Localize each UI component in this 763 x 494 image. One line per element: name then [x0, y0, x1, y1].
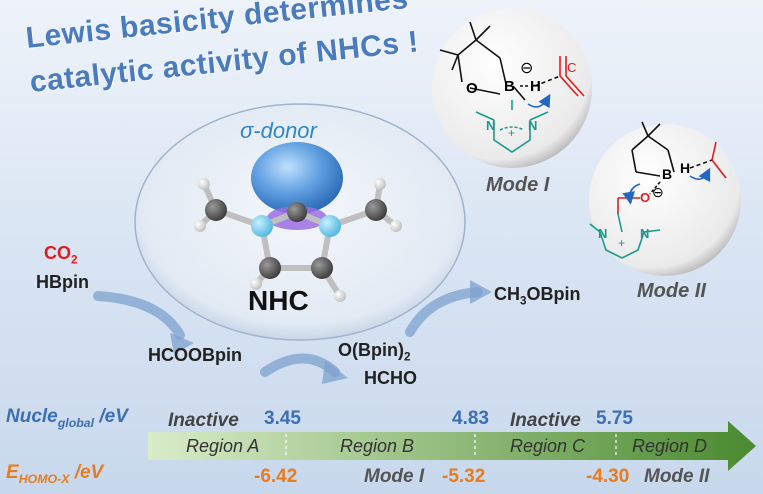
mode1-label: Mode I — [486, 174, 550, 196]
nhc-label: NHC — [248, 285, 309, 316]
mode1-atom-c: C — [567, 60, 577, 75]
mode2-minus-sign: ⊖ — [652, 184, 664, 200]
nhc-molecule-model — [194, 142, 402, 302]
mode1-atom-n-right: N — [528, 118, 538, 133]
hcoobpin-label: HCOOBpin — [148, 345, 242, 365]
mode1-plus-sign: + — [508, 126, 516, 140]
region-d-label: Region D — [632, 436, 708, 456]
nucle-axis-label: Nucleglobal /eV — [6, 406, 128, 430]
region-c-label: Region C — [510, 436, 586, 456]
sigma-orbital-lobe — [251, 142, 343, 214]
mode2-atom-b: B — [662, 166, 673, 182]
mode-ii-scale-label: Mode II — [644, 466, 710, 487]
mode1-structure — [439, 21, 585, 153]
mode1-atom-n-left: N — [486, 118, 496, 133]
scale-dividers — [285, 434, 617, 458]
mode2-atom-o: O — [640, 190, 651, 205]
inactive-left-label: Inactive — [168, 410, 239, 431]
scale-arrow — [148, 421, 756, 471]
region-b-label: Region B — [340, 436, 415, 456]
co2-label: CO2 — [44, 243, 78, 267]
inactive-right-label: Inactive — [510, 410, 581, 431]
value-4-83: 4.83 — [452, 408, 489, 429]
sigma-donor-label: σ-donor — [240, 118, 317, 143]
mode1-minus-sign: ⊖ — [520, 60, 534, 77]
hcho-label: HCHO — [364, 368, 417, 388]
mode-i-scale-label: Mode I — [364, 466, 425, 487]
mode2-structure — [589, 121, 727, 259]
mode2-label: Mode II — [637, 280, 706, 302]
value-neg-5-32: -5.32 — [442, 466, 486, 487]
value-5-75: 5.75 — [596, 408, 633, 429]
ch3obpin-label: CH3OBpin — [494, 284, 581, 308]
mode2-atom-n-right: N — [640, 226, 650, 241]
reaction-arrowheads — [170, 280, 492, 384]
hbpin-label: HBpin — [36, 272, 89, 292]
value-3-45: 3.45 — [264, 408, 301, 429]
mode2-atom-h: H — [680, 160, 691, 176]
region-a-label: Region A — [186, 436, 260, 456]
ehomo-axis-label: EHOMO-X /eV — [6, 462, 104, 486]
obpin2-label: O(Bpin)2 — [338, 340, 411, 364]
mode2-atom-n-left: N — [598, 226, 608, 241]
mode2-circle — [589, 124, 741, 276]
mode1-atom-b: B — [504, 78, 515, 95]
mode1-circle — [432, 8, 592, 168]
value-neg-4-30: -4.30 — [586, 466, 630, 487]
mode2-plus-sign: + — [618, 236, 626, 250]
mode1-atom-o: O — [466, 80, 478, 97]
mode1-atom-h: H — [530, 78, 541, 95]
value-neg-6-42: -6.42 — [254, 466, 298, 487]
